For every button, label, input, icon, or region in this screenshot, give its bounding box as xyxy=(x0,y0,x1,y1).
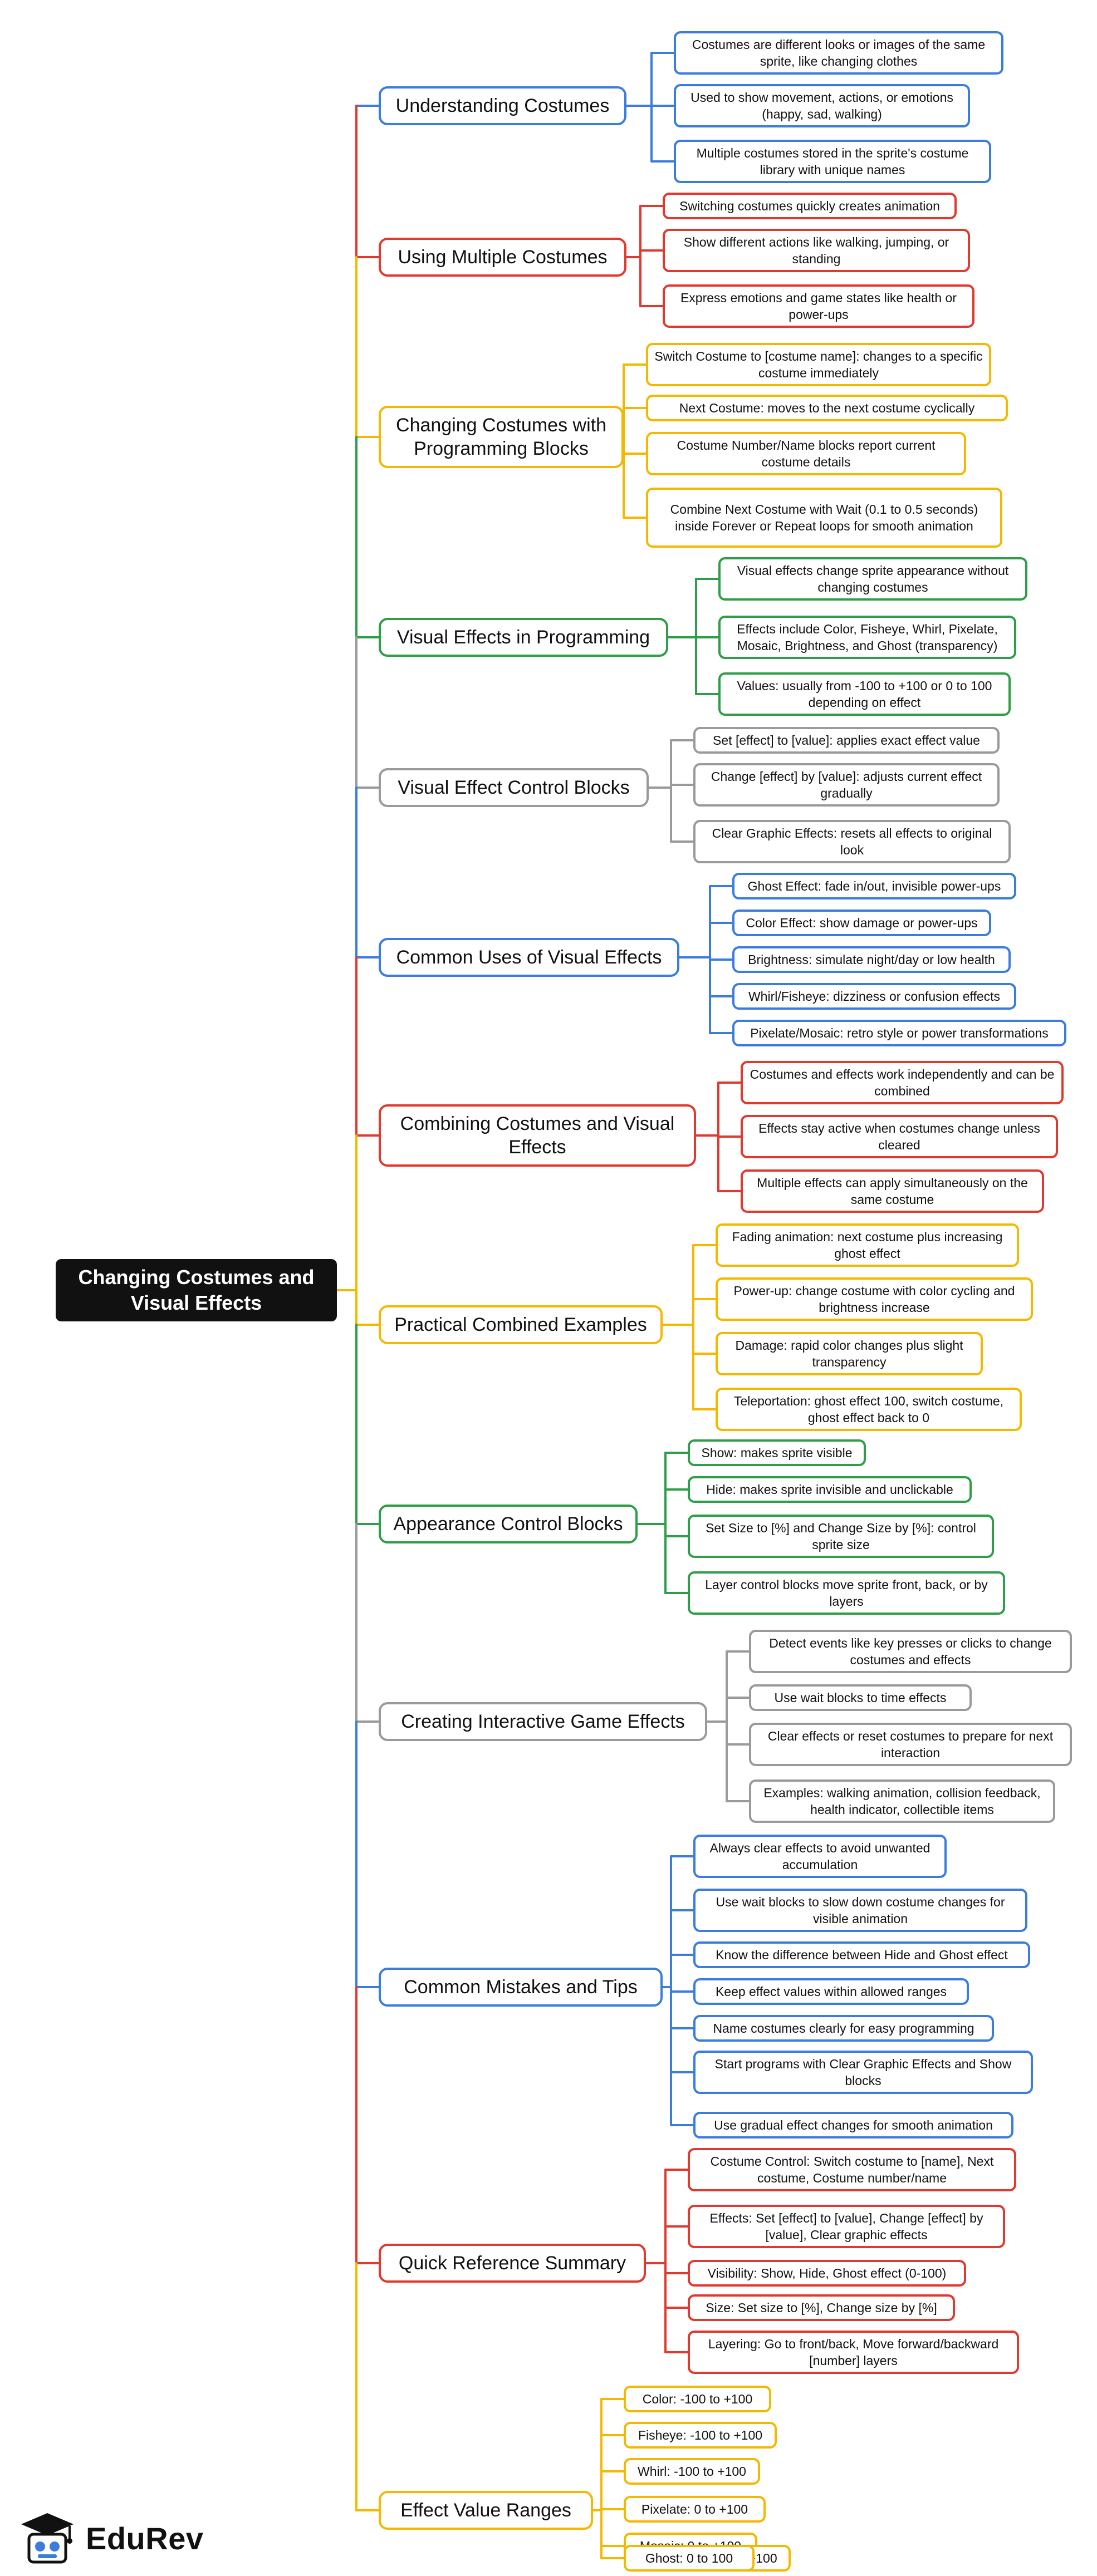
leaf-node: Visibility: Show, Hide, Ghost effect (0-… xyxy=(688,2260,966,2287)
leaf-node: Know the difference between Hide and Gho… xyxy=(693,1941,1030,1968)
leaf-node: Switch Costume to [costume name]: change… xyxy=(646,343,991,386)
leaf-node: Visual effects change sprite appearance … xyxy=(718,557,1027,601)
leaf-node: Damage: rapid color changes plus slight … xyxy=(716,1332,983,1375)
branch-node: Visual Effect Control Blocks xyxy=(379,768,649,807)
leaf-node: Layering: Go to front/back, Move forward… xyxy=(688,2331,1019,2374)
leaf-node: Hide: makes sprite invisible and unclick… xyxy=(688,1476,972,1503)
branch-node: Using Multiple Costumes xyxy=(379,238,626,277)
branch-node: Common Uses of Visual Effects xyxy=(379,938,679,977)
leaf-node: Pixelate: 0 to +100 xyxy=(624,2496,766,2523)
leaf-node: Layer control blocks move sprite front, … xyxy=(688,1571,1005,1615)
leaf-node: Costume Control: Switch costume to [name… xyxy=(688,2148,1016,2191)
branch-node: Appearance Control Blocks xyxy=(379,1505,638,1543)
leaf-node: Used to show movement, actions, or emoti… xyxy=(674,84,970,127)
leaf-node: Next Costume: moves to the next costume … xyxy=(646,395,1008,421)
leaf-node: Set [effect] to [value]: applies exact e… xyxy=(693,727,1000,754)
leaf-node: Combine Next Costume with Wait (0.1 to 0… xyxy=(646,488,1002,548)
branch-node: Quick Reference Summary xyxy=(379,2244,646,2283)
leaf-node: Express emotions and game states like he… xyxy=(663,284,974,328)
leaf-node: Ghost Effect: fade in/out, invisible pow… xyxy=(732,873,1016,899)
leaf-node: Costume Number/Name blocks report curren… xyxy=(646,432,966,475)
branch-node: Visual Effects in Programming xyxy=(379,618,668,657)
leaf-node: Costumes and effects work independently … xyxy=(741,1061,1064,1104)
leaf-node: Use wait blocks to slow down costume cha… xyxy=(693,1889,1027,1932)
leaf-node: Effects include Color, Fisheye, Whirl, P… xyxy=(718,616,1016,659)
leaf-node: Values: usually from -100 to +100 or 0 t… xyxy=(718,672,1011,716)
branch-node: Changing Costumes with Programming Block… xyxy=(379,406,624,468)
leaf-node: Detect events like key presses or clicks… xyxy=(749,1630,1072,1673)
leaf-node: Multiple costumes stored in the sprite's… xyxy=(674,140,991,183)
leaf-node: Always clear effects to avoid unwanted a… xyxy=(693,1835,947,1878)
leaf-node: Brightness: simulate night/day or low he… xyxy=(732,946,1011,973)
leaf-node: Clear Graphic Effects: resets all effect… xyxy=(693,820,1011,863)
leaf-node: Start programs with Clear Graphic Effect… xyxy=(693,2051,1033,2094)
leaf-node: Multiple effects can apply simultaneousl… xyxy=(741,1169,1044,1213)
leaf-node: Show: makes sprite visible xyxy=(688,1439,866,1466)
leaf-node: Color Effect: show damage or power-ups xyxy=(732,910,991,936)
leaf-node: Whirl/Fisheye: dizziness or confusion ef… xyxy=(732,983,1016,1010)
leaf-node: Change [effect] by [value]: adjusts curr… xyxy=(693,763,1000,807)
leaf-node: Switching costumes quickly creates anima… xyxy=(663,193,957,219)
leaf-node: Pixelate/Mosaic: retro style or power tr… xyxy=(732,1020,1066,1046)
leaf-node: Show different actions like walking, jum… xyxy=(663,229,970,272)
leaf-node: Effects: Set [effect] to [value], Change… xyxy=(688,2205,1005,2248)
leaf-node: Examples: walking animation, collision f… xyxy=(749,1779,1055,1823)
branch-node: Combining Costumes and Visual Effects xyxy=(379,1104,696,1167)
leaf-node: Color: -100 to +100 xyxy=(624,2386,771,2412)
edurev-logo: EduRev xyxy=(17,2508,204,2569)
leaf-node: Use gradual effect changes for smooth an… xyxy=(693,2112,1013,2139)
leaf-node: Whirl: -100 to +100 xyxy=(624,2458,760,2485)
graduation-cap-icon xyxy=(21,2513,74,2564)
leaf-node: Costumes are different looks or images o… xyxy=(674,31,1003,75)
root-node: Changing Costumes and Visual Effects xyxy=(56,1259,337,1321)
leaf-node: Use wait blocks to time effects xyxy=(749,1684,972,1711)
leaf-node: Fading animation: next costume plus incr… xyxy=(716,1223,1019,1267)
leaf-node: Name costumes clearly for easy programmi… xyxy=(693,2015,994,2042)
branch-node: Creating Interactive Game Effects xyxy=(379,1702,707,1741)
leaf-node: Clear effects or reset costumes to prepa… xyxy=(749,1723,1072,1766)
leaf-node: Fisheye: -100 to +100 xyxy=(624,2422,777,2449)
leaf-node: Size: Set size to [%], Change size by [%… xyxy=(688,2294,955,2321)
branch-node: Practical Combined Examples xyxy=(379,1305,663,1344)
branch-node: Understanding Costumes xyxy=(379,86,626,125)
leaf-node: Set Size to [%] and Change Size by [%]: … xyxy=(688,1515,994,1558)
branch-node: Effect Value Ranges xyxy=(379,2491,593,2530)
branch-node: Common Mistakes and Tips xyxy=(379,1968,663,2007)
leaf-node: Power-up: change costume with color cycl… xyxy=(716,1277,1033,1321)
leaf-node: Ghost: 0 to 100 xyxy=(624,2545,755,2572)
leaf-node: Keep effect values within allowed ranges xyxy=(693,1978,969,2005)
leaf-node: Teleportation: ghost effect 100, switch … xyxy=(716,1388,1022,1431)
leaf-node: Effects stay active when costumes change… xyxy=(741,1115,1058,1158)
logo-text: EduRev xyxy=(86,2520,204,2556)
